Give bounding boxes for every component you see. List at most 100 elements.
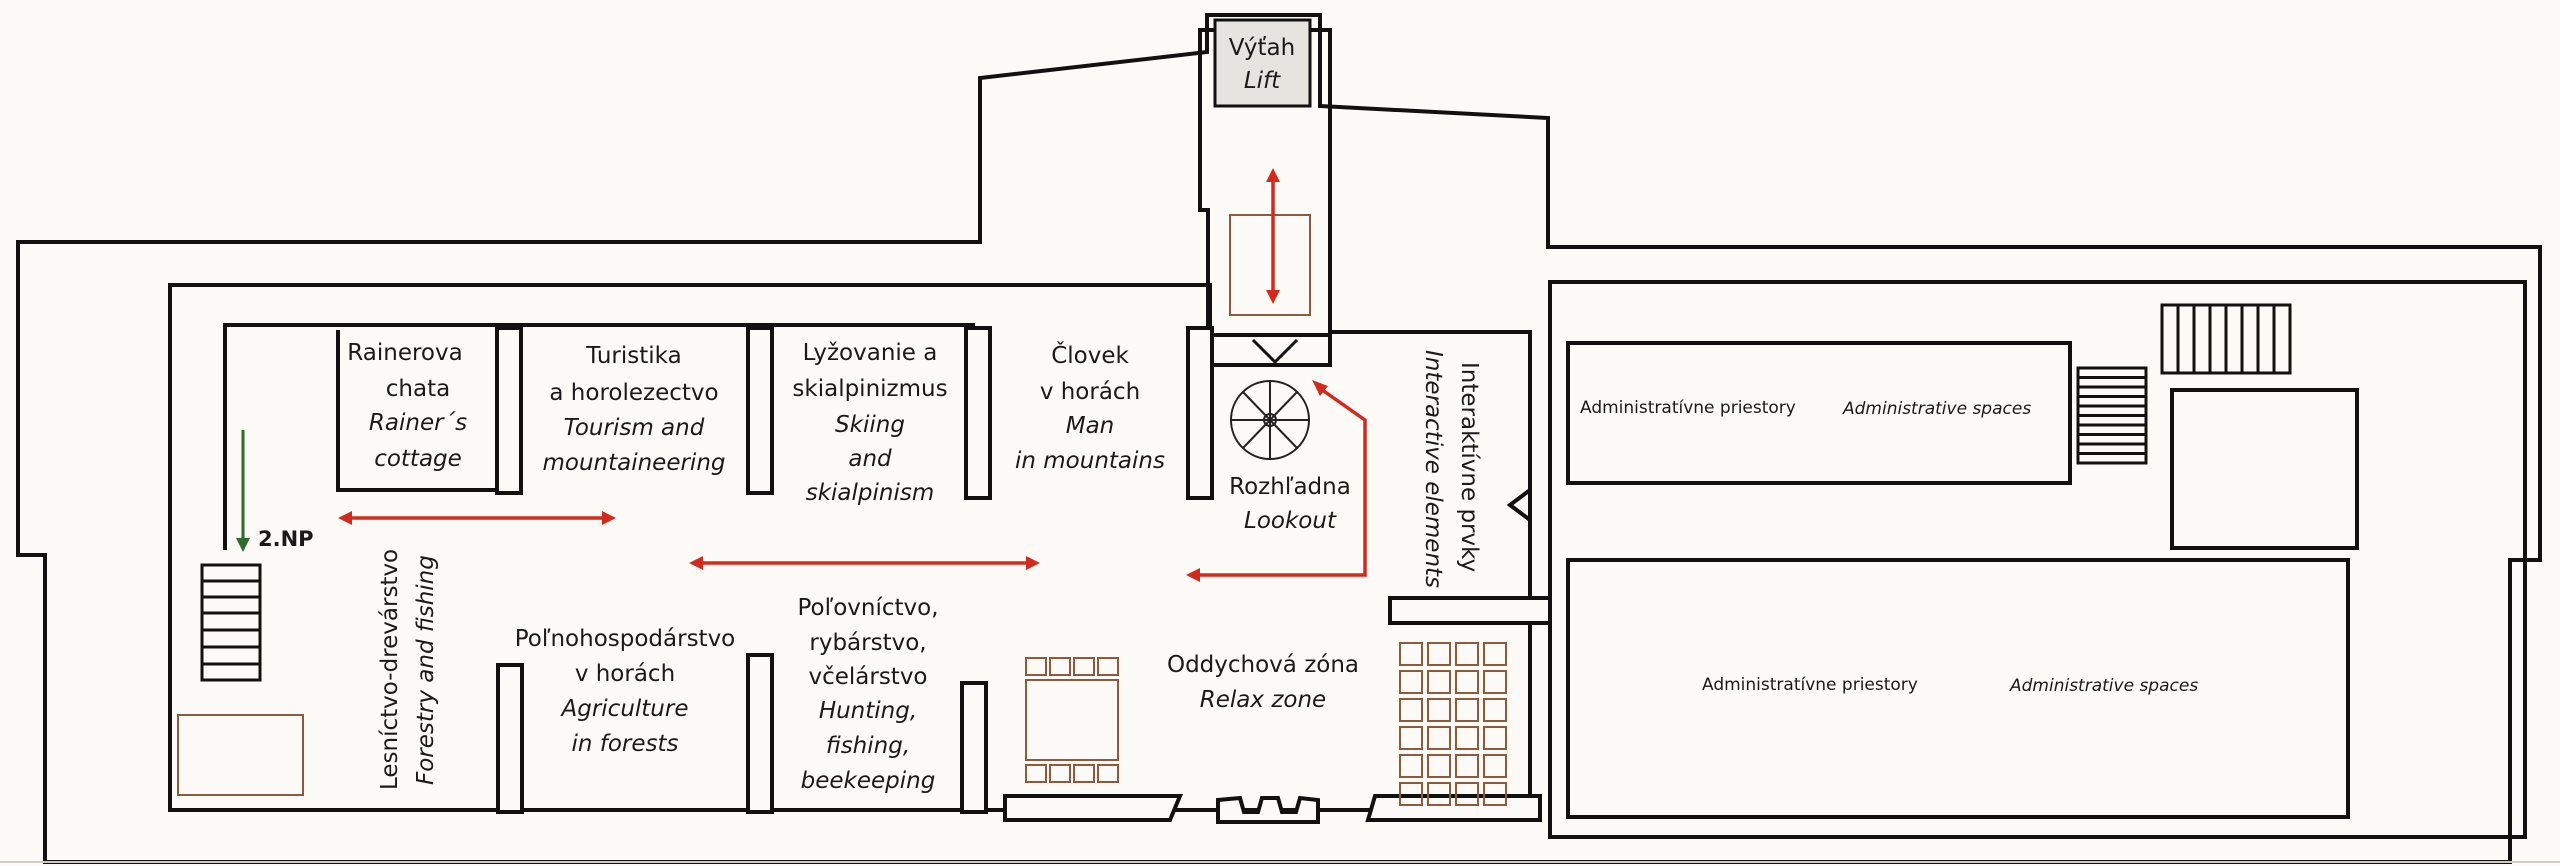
svg-text:beekeeping: beekeeping bbox=[801, 768, 936, 794]
svg-text:Administrative spaces: Administrative spaces bbox=[2009, 676, 2198, 696]
seat bbox=[1399, 754, 1423, 778]
room-label-forestry: Lesníctvo-drevárstvo Forestry and fishin… bbox=[377, 549, 439, 790]
room-label-agriculture: Poľnohospodárstvo v horách Agriculture i… bbox=[515, 626, 736, 757]
svg-text:Človek: Človek bbox=[1051, 341, 1129, 369]
lookout-door bbox=[1251, 338, 1299, 365]
furniture-table bbox=[177, 714, 304, 796]
seat bbox=[1427, 754, 1451, 778]
room-label-admin-bottom: Administratívne priestory Administrative… bbox=[1702, 675, 2198, 696]
lift-car bbox=[1213, 18, 1312, 108]
svg-text:Agriculture: Agriculture bbox=[560, 696, 689, 722]
svg-text:chata: chata bbox=[386, 376, 450, 402]
room-label-admin-top: Administratívne priestory Administrative… bbox=[1580, 398, 2031, 419]
seat bbox=[1483, 726, 1507, 750]
svg-text:v horách: v horách bbox=[575, 661, 675, 687]
seat bbox=[1427, 698, 1451, 722]
svg-text:Lookout: Lookout bbox=[1244, 508, 1337, 534]
seating-grid bbox=[1399, 642, 1507, 806]
seat bbox=[1455, 670, 1479, 694]
admin-stair-top bbox=[2160, 303, 2292, 375]
outer-wall bbox=[16, 13, 2542, 864]
room-label-rainer: Rainerova chata Rainer´s cottage bbox=[347, 340, 467, 472]
svg-text:in mountains: in mountains bbox=[1015, 448, 1165, 474]
seat bbox=[1455, 726, 1479, 750]
lift-label-sk: Výťah bbox=[1229, 35, 1295, 61]
seat bbox=[1399, 698, 1423, 722]
svg-text:Man: Man bbox=[1066, 413, 1115, 439]
seat bbox=[1455, 642, 1479, 666]
room-label-relax: Oddychová zóna Relax zone bbox=[1167, 652, 1359, 713]
pillar bbox=[746, 653, 774, 814]
svg-text:Oddychová zóna: Oddychová zóna bbox=[1167, 652, 1359, 678]
route-arrow-2 bbox=[689, 556, 1040, 570]
svg-text:Rainer´s: Rainer´s bbox=[369, 410, 467, 436]
pillar bbox=[964, 326, 992, 500]
entrance-bench-left bbox=[1003, 794, 1183, 822]
pillar bbox=[1186, 326, 1214, 500]
pillar bbox=[960, 681, 988, 814]
route-arrow-1 bbox=[338, 511, 616, 525]
seat bbox=[1399, 642, 1423, 666]
entrance-door bbox=[1216, 795, 1320, 824]
seat bbox=[1399, 670, 1423, 694]
admin-room-bottom bbox=[1566, 558, 2350, 819]
svg-text:and: and bbox=[848, 446, 892, 472]
admin-stair-mid bbox=[2076, 366, 2148, 465]
svg-text:Rainerova: Rainerova bbox=[347, 340, 462, 366]
svg-text:in forests: in forests bbox=[571, 731, 678, 757]
svg-text:Lyžovanie a: Lyžovanie a bbox=[803, 340, 938, 366]
room-label-lookout: Rozhľadna Lookout bbox=[1229, 474, 1351, 534]
svg-text:cottage: cottage bbox=[374, 446, 462, 472]
svg-text:Turistika: Turistika bbox=[585, 343, 681, 369]
svg-text:Interactive elements: Interactive elements bbox=[1420, 350, 1446, 588]
pillar bbox=[746, 326, 774, 495]
svg-text:skialpinizmus: skialpinizmus bbox=[792, 376, 947, 402]
seat bbox=[1483, 642, 1507, 666]
seat bbox=[1483, 754, 1507, 778]
seat bbox=[1483, 670, 1507, 694]
svg-text:Hunting,: Hunting, bbox=[819, 698, 917, 724]
route-arrow-lift bbox=[1266, 168, 1280, 304]
svg-text:Skiing: Skiing bbox=[835, 412, 905, 438]
svg-text:Administratívne priestory: Administratívne priestory bbox=[1580, 398, 1796, 418]
shaft-stair-box bbox=[1229, 214, 1311, 316]
route-arrow-lookout bbox=[1186, 380, 1367, 582]
seat bbox=[1483, 698, 1507, 722]
svg-text:mountaineering: mountaineering bbox=[542, 450, 725, 476]
seat bbox=[1455, 698, 1479, 722]
floor-arrow bbox=[236, 430, 250, 552]
seat bbox=[1427, 642, 1451, 666]
room-label-tourism: Turistika a horolezectvo Tourism and mou… bbox=[542, 343, 725, 476]
seat bbox=[1455, 754, 1479, 778]
admin-room-right bbox=[2170, 388, 2359, 550]
seat bbox=[1427, 670, 1451, 694]
svg-text:Interaktívne prvky: Interaktívne prvky bbox=[1456, 362, 1482, 572]
svg-text:fishing,: fishing, bbox=[826, 733, 910, 759]
room-label-skiing: Lyžovanie a skialpinizmus Skiing and ski… bbox=[792, 340, 947, 506]
svg-text:skialpinism: skialpinism bbox=[806, 480, 935, 506]
svg-text:Lesníctvo-drevárstvo: Lesníctvo-drevárstvo bbox=[377, 549, 403, 790]
seat bbox=[1455, 782, 1479, 806]
room-label-hunting: Poľovníctvo, rybárstvo, včelárstvo Hunti… bbox=[797, 595, 938, 794]
entrance-bench-right bbox=[1365, 794, 1542, 822]
svg-text:Tourism and: Tourism and bbox=[564, 415, 705, 441]
relax-tables bbox=[1025, 657, 1119, 783]
pillar bbox=[495, 326, 523, 495]
svg-text:a horolezectvo: a horolezectvo bbox=[549, 380, 718, 406]
svg-text:Rozhľadna: Rozhľadna bbox=[1229, 474, 1351, 500]
pillar bbox=[496, 663, 524, 814]
floor-marker: 2.NP bbox=[258, 527, 314, 551]
svg-text:v horách: v horách bbox=[1040, 379, 1140, 405]
svg-text:Forestry and fishing: Forestry and fishing bbox=[413, 555, 439, 785]
admin-area-wall bbox=[1548, 280, 2527, 839]
seat bbox=[1483, 782, 1507, 806]
seat bbox=[1427, 726, 1451, 750]
seat bbox=[1399, 782, 1423, 806]
svg-text:Relax zone: Relax zone bbox=[1200, 687, 1326, 713]
room-label-man: Človek v horách Man in mountains bbox=[1015, 341, 1165, 474]
seat bbox=[1399, 726, 1423, 750]
room-label-interactive: Interaktívne prvky Interactive elements bbox=[1420, 350, 1482, 588]
left-staircase bbox=[200, 563, 262, 682]
svg-text:Poľnohospodárstvo: Poľnohospodárstvo bbox=[515, 626, 736, 652]
svg-text:Administrative spaces: Administrative spaces bbox=[1842, 399, 2031, 419]
